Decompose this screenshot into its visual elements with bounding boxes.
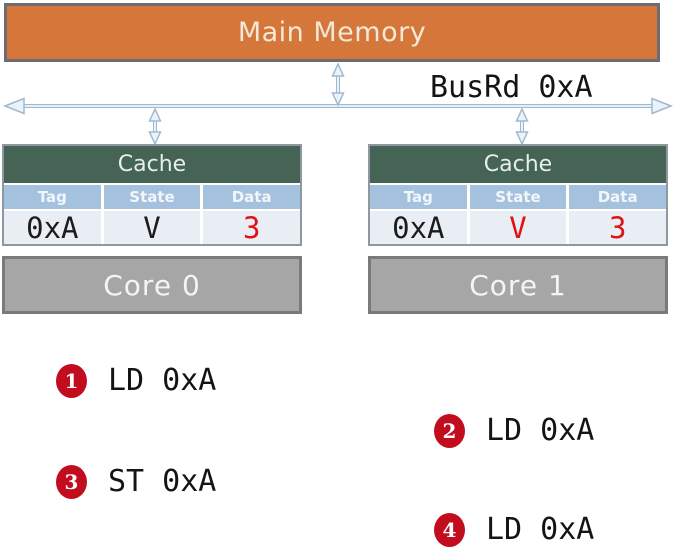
bus-to-cache0-arrow bbox=[148, 107, 162, 146]
op-2: 2 LD 0xA bbox=[434, 413, 594, 448]
cache0-title: Cache bbox=[4, 146, 300, 183]
bus-transaction-label: BusRd 0xA bbox=[430, 70, 593, 105]
main-memory-box: Main Memory bbox=[4, 3, 660, 62]
cache0-col-tag: Tag bbox=[4, 185, 101, 209]
op-1-badge: 1 bbox=[56, 363, 87, 398]
op-2-label: LD 0xA bbox=[486, 413, 595, 448]
cache1-col-state: State bbox=[469, 185, 567, 209]
cache0-tag-value: 0xA bbox=[4, 211, 101, 245]
cache0-column-headers: Tag State Data bbox=[4, 185, 301, 209]
cache1-entry-row: 0xA V 3 bbox=[370, 211, 667, 245]
cache1-title: Cache bbox=[370, 146, 666, 183]
core1-label: Core 1 bbox=[469, 268, 567, 302]
core1-box: Core 1 bbox=[368, 256, 668, 314]
op-3: 3 ST 0xA bbox=[56, 464, 216, 499]
cache0-col-state: State bbox=[103, 185, 201, 209]
op-2-badge: 2 bbox=[434, 413, 465, 448]
cache1-state-value: V bbox=[469, 211, 567, 245]
cache1-data-value: 3 bbox=[569, 211, 667, 245]
op-4-badge: 4 bbox=[434, 512, 465, 547]
cache0-entry-row: 0xA V 3 bbox=[4, 211, 301, 245]
cache1-col-data: Data bbox=[569, 185, 667, 209]
core0-label: Core 0 bbox=[103, 268, 201, 302]
op-4: 4 LD 0xA bbox=[434, 512, 594, 547]
main-memory-label: Main Memory bbox=[237, 17, 427, 48]
cache1-box: Cache Tag State Data 0xA V 3 bbox=[368, 144, 668, 246]
memory-to-bus-arrow bbox=[331, 62, 345, 107]
op-1: 1 LD 0xA bbox=[56, 363, 216, 398]
cache0-col-data: Data bbox=[203, 185, 301, 209]
bus-to-cache1-arrow bbox=[515, 107, 529, 146]
cache0-box: Cache Tag State Data 0xA V 3 bbox=[2, 144, 302, 246]
cache1-column-headers: Tag State Data bbox=[370, 185, 667, 209]
core0-box: Core 0 bbox=[2, 256, 302, 314]
cache0-state-value: V bbox=[103, 211, 201, 245]
op-4-label: LD 0xA bbox=[486, 512, 595, 547]
cache0-data-value: 3 bbox=[203, 211, 301, 245]
op-1-label: LD 0xA bbox=[108, 363, 217, 398]
cache1-tag-value: 0xA bbox=[370, 211, 467, 245]
op-3-badge: 3 bbox=[56, 464, 87, 499]
cache1-col-tag: Tag bbox=[370, 185, 467, 209]
op-3-label: ST 0xA bbox=[108, 464, 217, 499]
